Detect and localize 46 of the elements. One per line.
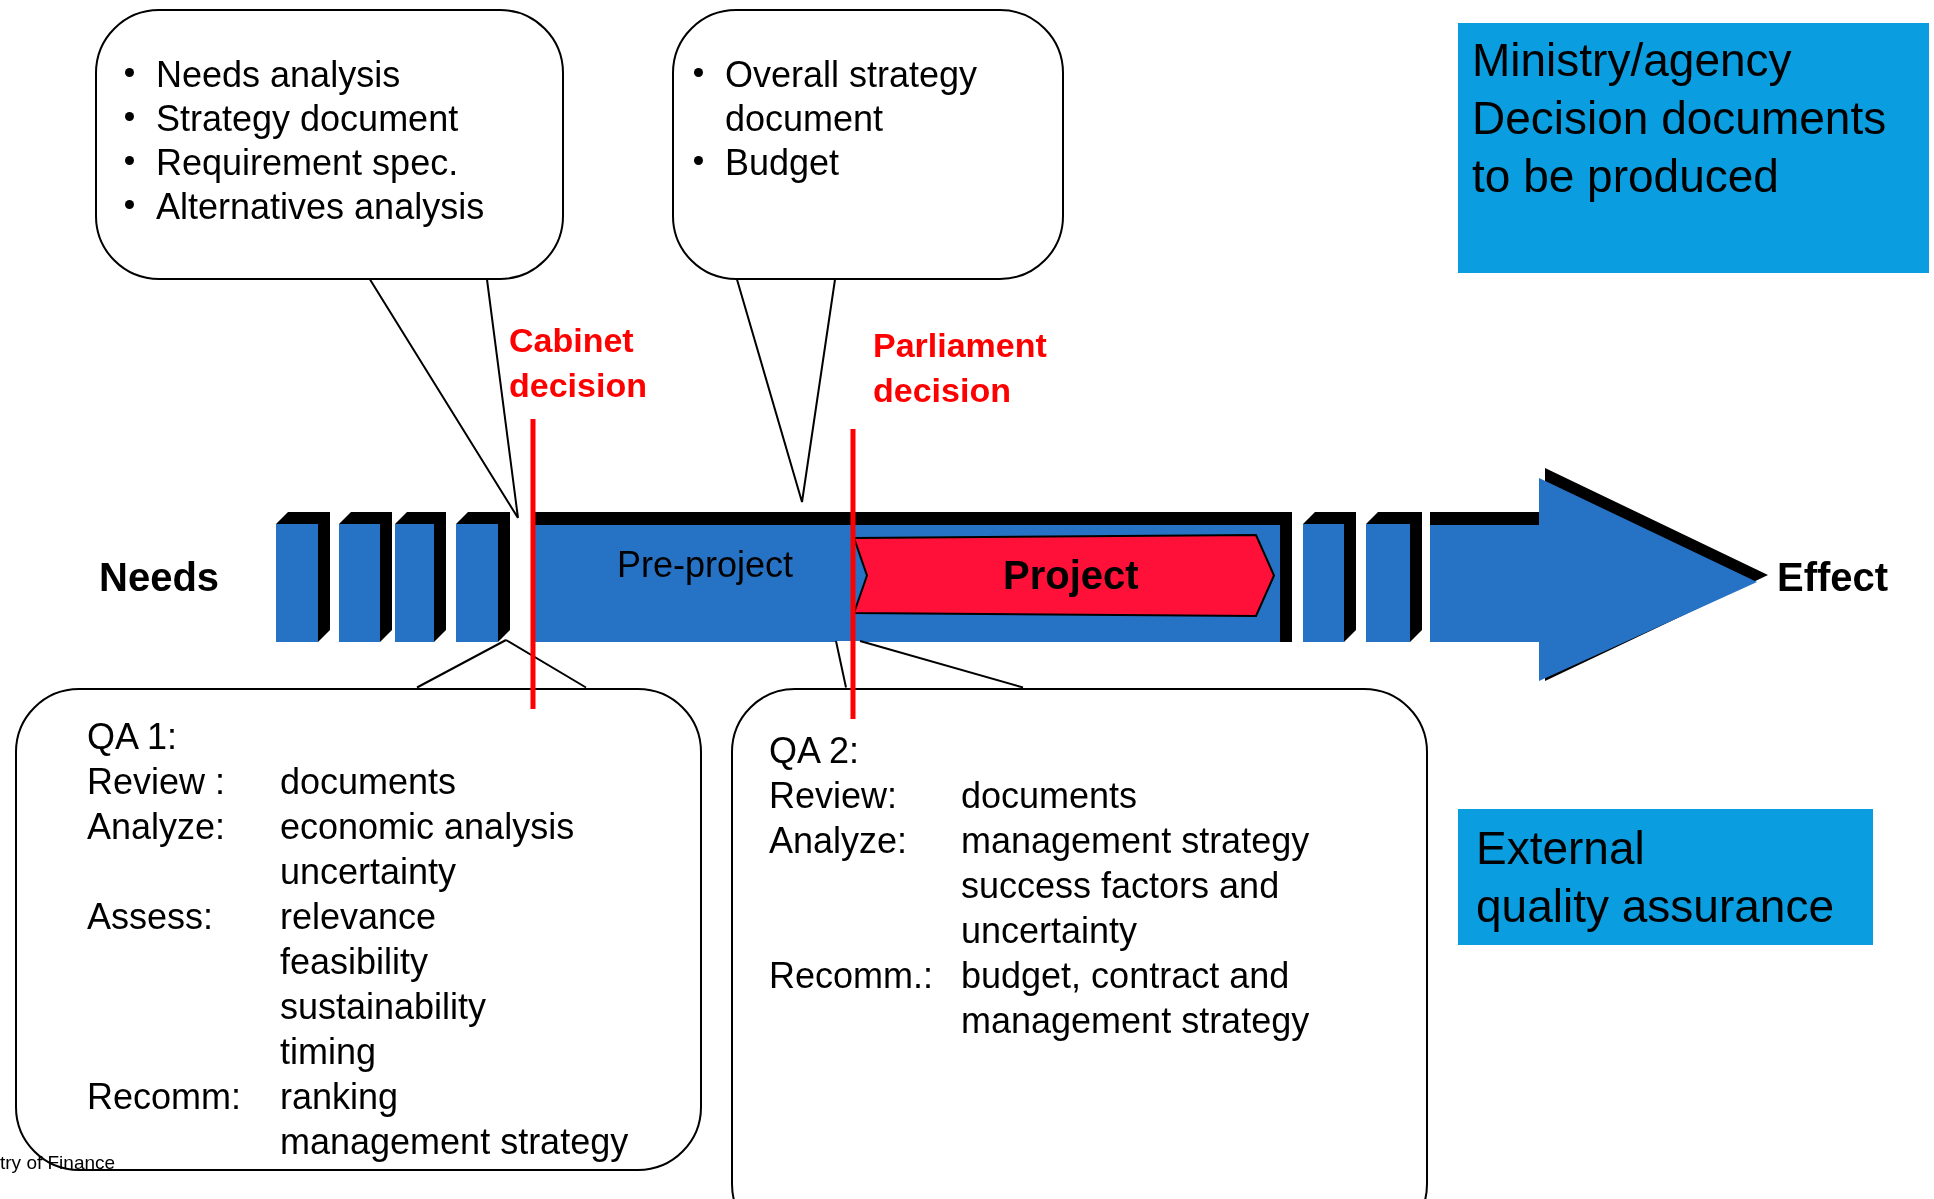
- phase-label: Pre-project: [617, 543, 794, 587]
- panel-text: quality assurance: [1476, 879, 1835, 934]
- panel-text: Ministry/agency Decision documents to be produced: [1472, 33, 1888, 204]
- row-value: budget, contract and: [961, 954, 1291, 998]
- phase-label: Project: [1003, 552, 1139, 598]
- info-panel: [1458, 23, 1929, 273]
- row-value: management strategy: [961, 999, 1311, 1043]
- row-label: Recomm.:: [769, 954, 935, 998]
- info-panel: [1458, 809, 1873, 945]
- callout-bubble: [672, 9, 1064, 280]
- row-value: documents: [961, 774, 1139, 818]
- row-value: management strategy: [961, 819, 1311, 863]
- decision-label: Cabinet decision: [509, 320, 648, 406]
- bullet-text: Overall strategy document: [725, 53, 979, 141]
- end-label: Effect: [1777, 554, 1890, 601]
- decision-label: Parliament decision: [873, 325, 1048, 411]
- bullet-text: Needs analysis: [156, 53, 401, 97]
- row-value: feasibility: [280, 940, 430, 984]
- row-value: documents: [280, 760, 458, 804]
- row-value: sustainability: [280, 985, 488, 1029]
- bullet-text: Strategy document: [156, 97, 459, 141]
- bullet-text: Budget: [725, 141, 840, 185]
- bullet-text: Requirement spec.: [156, 141, 459, 185]
- qa-heading: QA 2:: [769, 729, 861, 773]
- row-label: Review :: [87, 760, 227, 804]
- row-label: Analyze:: [769, 819, 909, 863]
- bullet-text: Alternatives analysis: [156, 185, 485, 229]
- row-label: Review:: [769, 774, 899, 818]
- source-note: try of Finance: [0, 1152, 117, 1174]
- row-value: timing: [280, 1030, 378, 1074]
- row-value: economic analysis: [280, 805, 576, 849]
- phase-band: [533, 512, 1292, 642]
- qa-heading: QA 1:: [87, 715, 179, 759]
- start-label: Needs: [99, 554, 221, 601]
- row-label: Recomm:: [87, 1075, 243, 1119]
- row-label: Analyze:: [87, 805, 227, 849]
- panel-text: External: [1476, 821, 1646, 876]
- row-value: relevance: [280, 895, 438, 939]
- row-value: uncertainty: [961, 909, 1139, 953]
- row-value: uncertainty: [280, 850, 458, 894]
- row-value: management strategy: [280, 1120, 630, 1164]
- row-value: success factors and: [961, 864, 1281, 908]
- row-label: Assess:: [87, 895, 215, 939]
- row-value: ranking: [280, 1075, 400, 1119]
- callout-bubble: [95, 9, 564, 280]
- callout-bubble: [731, 688, 1428, 1199]
